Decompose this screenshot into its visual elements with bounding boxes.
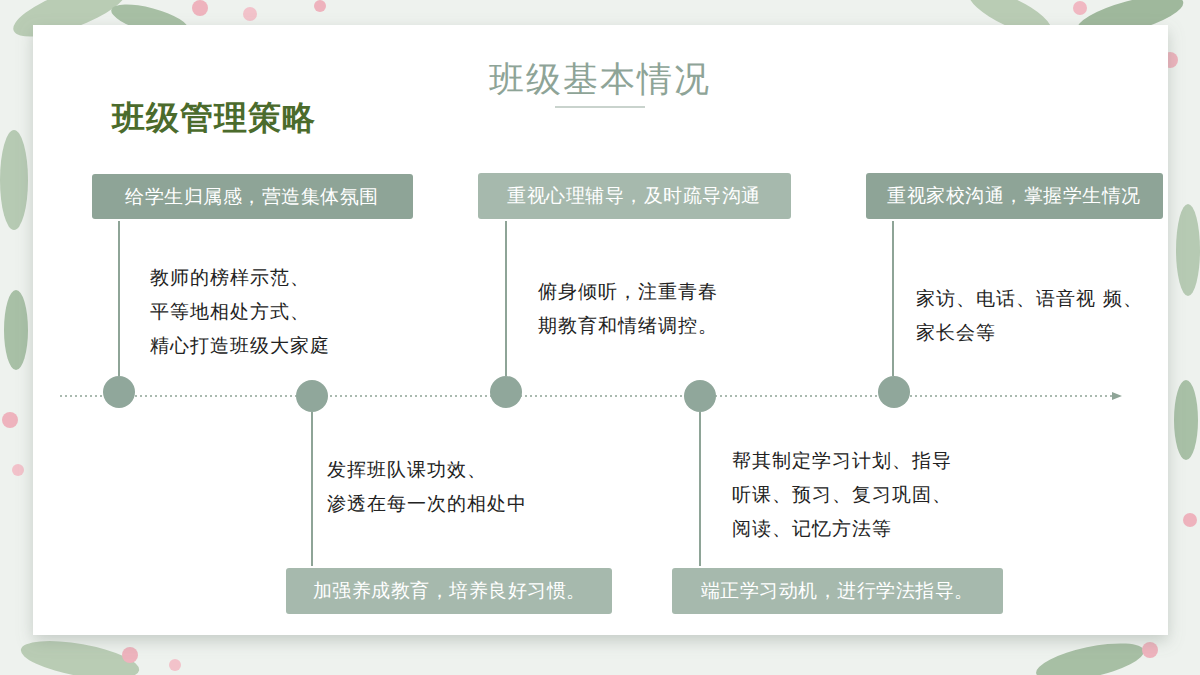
title-underline [555, 106, 645, 108]
timeline-axis [60, 395, 1118, 397]
strategy-detail: 家访、电话、语音视 频、家长会等 [916, 281, 1161, 349]
strategy-detail: 帮其制定学习计划、指导 听课、预习、复习巩固、 阅读、记忆方法等 [732, 443, 1017, 545]
strategy-box: 给学生归属感，营造集体氛围教师的榜样示范、 平等地相处方式、 精心打造班级大家庭 [92, 174, 413, 219]
timeline-dots [103, 376, 910, 412]
strategy-detail: 教师的榜样示范、 平等地相处方式、 精心打造班级大家庭 [150, 260, 385, 362]
strategy-detail: 发挥班队课功效、 渗透在每一次的相处中 [327, 452, 572, 520]
timeline-arrow [1112, 392, 1122, 400]
strategy-box: 加强养成教育，培养良好习惯。发挥班队课功效、 渗透在每一次的相处中 [286, 568, 612, 614]
strategy-heading: 端正学习动机，进行学法指导。 [701, 578, 974, 604]
strategy-detail: 俯身倾听，注重青春 期教育和情绪调控。 [538, 274, 783, 342]
strategy-heading: 重视心理辅导，及时疏导沟通 [507, 183, 761, 209]
leader-lines [119, 221, 893, 566]
content-panel [33, 25, 1168, 635]
slide-title: 班级基本情况 [400, 56, 800, 103]
strategy-heading: 给学生归属感，营造集体氛围 [125, 184, 379, 210]
strategy-box: 端正学习动机，进行学法指导。帮其制定学习计划、指导 听课、预习、复习巩固、 阅读… [672, 568, 1003, 614]
strategy-heading: 重视家校沟通，掌握学生情况 [887, 183, 1141, 209]
section-heading: 班级管理策略 [112, 96, 316, 141]
strategy-heading: 加强养成教育，培养良好习惯。 [313, 578, 586, 604]
strategy-box: 重视家校沟通，掌握学生情况家访、电话、语音视 频、家长会等 [866, 173, 1163, 219]
strategy-box: 重视心理辅导，及时疏导沟通俯身倾听，注重青春 期教育和情绪调控。 [478, 173, 791, 219]
